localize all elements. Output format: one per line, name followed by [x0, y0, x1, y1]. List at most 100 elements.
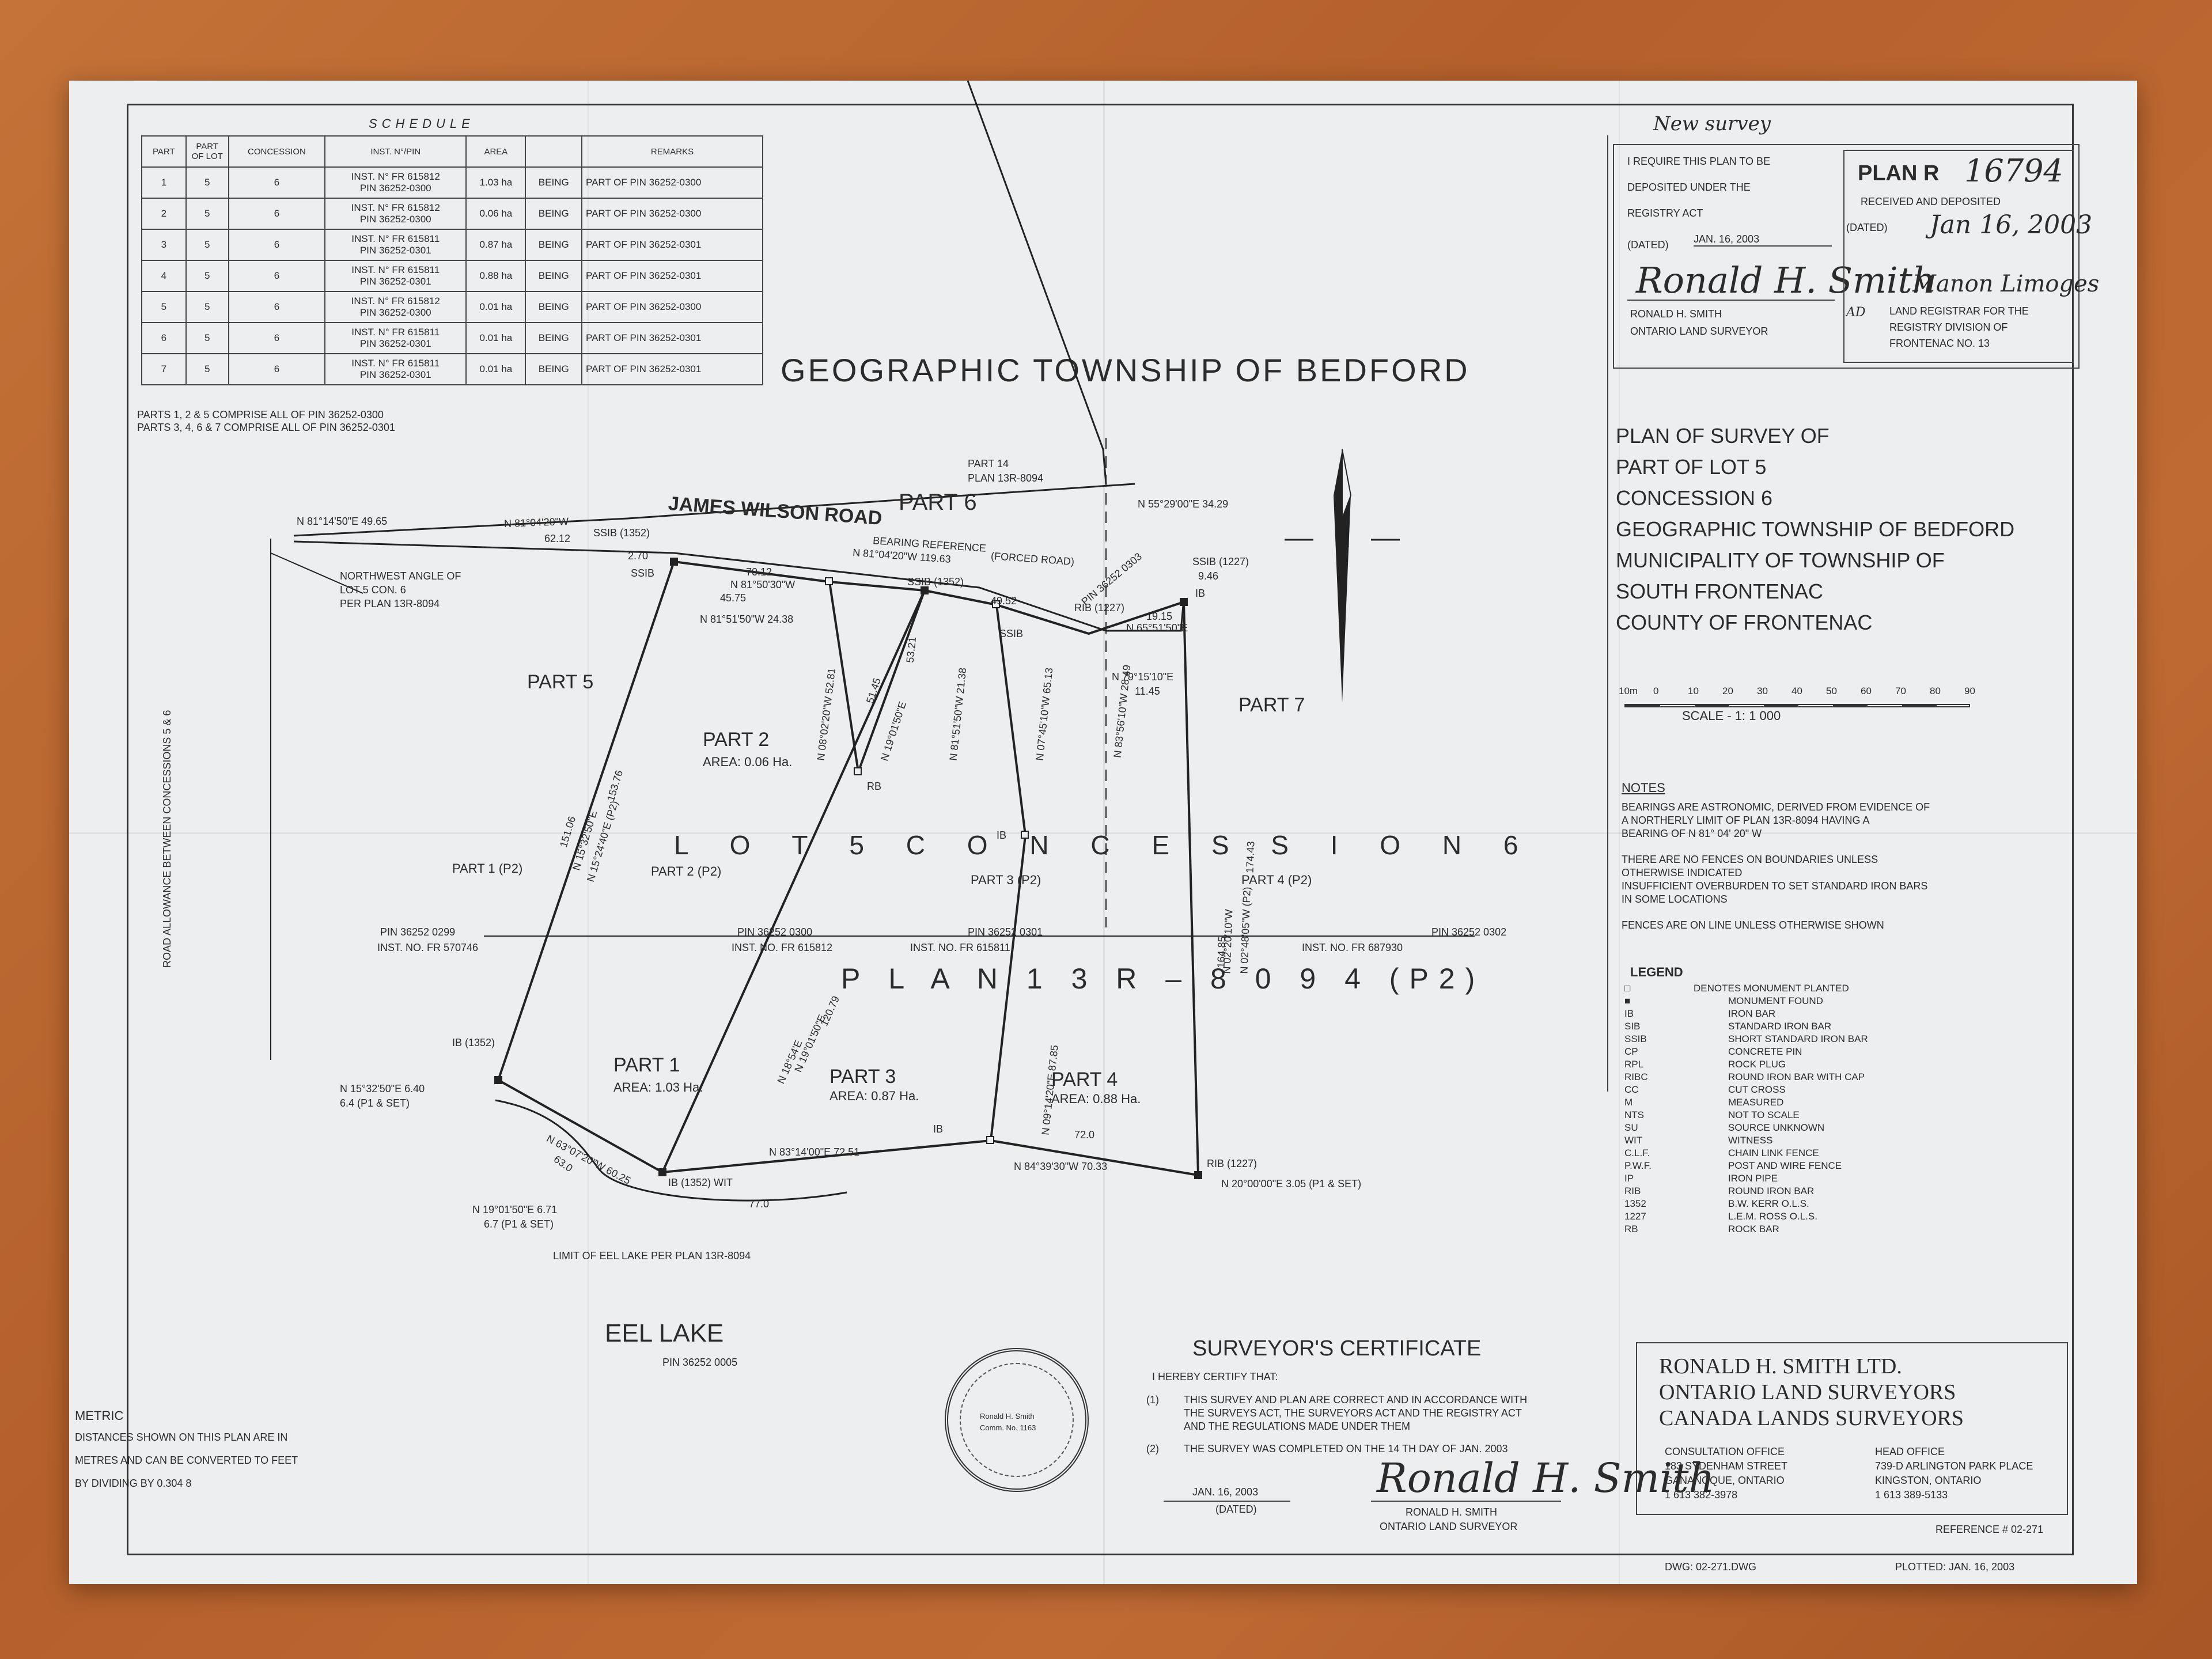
plan-title-line: COUNTY OF FRONTENAC [1616, 611, 1873, 634]
schedule-cell-part: 7 [141, 353, 187, 385]
legend-abbrev: P.W.F. [1624, 1160, 1652, 1171]
legend-desc: ROUND IRON BAR [1728, 1185, 1815, 1196]
ssib-1227-label: SSIB (1227) [1192, 556, 1249, 567]
legend-desc: MEASURED [1728, 1097, 1784, 1108]
west-line-part1 [497, 561, 675, 1081]
legend-abbrev: CP [1624, 1046, 1638, 1057]
dist-1145: 11.45 [1135, 685, 1160, 697]
dist-67: 6.7 (P1 & SET) [484, 1218, 554, 1230]
schedule-col-being [525, 135, 582, 168]
note-line: OTHERWISE INDICATED [1622, 867, 1743, 878]
ib-label-3: IB [933, 1123, 944, 1135]
scale-tick-label: 10 [1688, 685, 1699, 696]
deposit-dated-value: JAN. 16, 2003 [1694, 233, 1832, 247]
main-title: GEOGRAPHIC TOWNSHIP OF BEDFORD [781, 352, 1470, 388]
metric-line1: DISTANCES SHOWN ON THIS PLAN ARE IN [75, 1431, 288, 1443]
plan13r-label: PLAN 13R-8094 [968, 472, 1044, 484]
bearing-81-51: N 81°51'50"W 24.38 [700, 613, 794, 625]
legend-abbrev: RB [1624, 1224, 1638, 1234]
deposit-box [1613, 144, 2080, 369]
north-boundary [673, 560, 1184, 635]
firm-name-1: RONALD H. SMITH LTD. [1659, 1354, 1902, 1378]
fold-line-left [588, 81, 589, 1584]
note-line: INSUFFICIENT OVERBURDEN TO SET STANDARD … [1622, 880, 1928, 892]
legend-title: LEGEND [1630, 965, 1683, 979]
legend-item: C.L.F.CHAIN LINK FENCE [1624, 1147, 1868, 1160]
scale-tick-label: 0 [1653, 685, 1659, 696]
head-office-line3: 1 613 389-5133 [1875, 1489, 1948, 1501]
schedule-col-inst: INST. N°/PIN [324, 135, 467, 168]
fold-line-vertical [1103, 81, 1105, 1584]
part3-p2-label: PART 3 (P2) [971, 873, 1041, 887]
plan-r-box [1843, 150, 2074, 363]
monument-found [670, 558, 678, 566]
north-arrow-icon: N [1285, 449, 1400, 703]
schedule-cell-part: 2 [141, 198, 187, 230]
schedule-cell-part: 1 [141, 166, 187, 199]
legend-abbrev: ■ [1624, 995, 1631, 1006]
schedule-pin: PIN 36252-0300 [359, 183, 431, 194]
road-south-line [293, 540, 1185, 632]
legend-desc: SHORT STANDARD IRON BAR [1728, 1033, 1868, 1044]
south-boundary [498, 1079, 1199, 1176]
note-line: BEARINGS ARE ASTRONOMIC, DERIVED FROM EV… [1622, 801, 1930, 813]
seal-text-2: Comm. No. 1163 [980, 1423, 1036, 1432]
certificate-title: SURVEYOR'S CERTIFICATE [1192, 1336, 1482, 1361]
scale-tick-label: 70 [1895, 685, 1906, 696]
legend-abbrev: □ [1624, 983, 1631, 994]
part7-label: PART 7 [1238, 694, 1305, 716]
schedule-cell-concession: 6 [228, 260, 326, 292]
monument-planted [825, 577, 833, 585]
schedule-cell-area: 0.87 ha [465, 229, 527, 261]
schedule-cell-part: 4 [141, 260, 187, 292]
bearing-top-1: N 81°14'50"E 49.65 [297, 516, 388, 527]
legend-abbrev: WIT [1624, 1135, 1643, 1146]
schedule-inst: INST. N° FR 615812 [351, 202, 440, 213]
dist-4575: 45.75 [720, 592, 747, 604]
dist-4952: 49.52 [991, 595, 1017, 607]
part6-label: PART 6 [899, 490, 977, 515]
survey-plan-sheet: New survey SCHEDULE PART PART OF LOT CON… [69, 81, 2137, 1584]
schedule-cell-being: BEING [525, 166, 582, 199]
schedule-table: PART PART OF LOT CONCESSION INST. N°/PIN… [141, 135, 763, 385]
schedule-cell-being: BEING [525, 353, 582, 385]
deposit-line3: REGISTRY ACT [1627, 207, 1703, 219]
certificate-item2: THE SURVEY WAS COMPLETED ON THE 14 TH DA… [1184, 1443, 1508, 1455]
certificate-signature: Ronald H. Smith [1377, 1455, 1715, 1502]
schedule-cell-concession: 6 [228, 166, 326, 199]
legend-abbrev: C.L.F. [1624, 1147, 1650, 1158]
part4-area: AREA: 0.88 Ha. [1051, 1092, 1141, 1106]
head-office-line2: KINGSTON, ONTARIO [1875, 1475, 1982, 1486]
part4-p2-label: PART 4 (P2) [1241, 873, 1312, 887]
legend-desc: IRON PIPE [1728, 1173, 1778, 1184]
legend-desc: IRON BAR [1728, 1008, 1776, 1019]
inst-615812: INST. NO. FR 615812 [732, 942, 833, 953]
schedule-inst: INST. N° FR 615811 [351, 264, 440, 275]
firm-name-2: ONTARIO LAND SURVEYORS [1659, 1380, 1956, 1404]
dist-64: 6.4 (P1 & SET) [340, 1097, 410, 1109]
schedule-cell-concession: 6 [228, 322, 326, 354]
metric-line2: METRES AND CAN BE CONVERTED TO FEET [75, 1455, 298, 1466]
certificate-item1-a: THIS SURVEY AND PLAN ARE CORRECT AND IN … [1184, 1394, 1528, 1406]
part2-area: AREA: 0.06 Ha. [703, 755, 793, 769]
certificate-item2-num: (2) [1146, 1443, 1159, 1455]
part3-label: PART 3 [830, 1066, 896, 1088]
consult-line1: 183 SYDENHAM STREET [1665, 1460, 1788, 1472]
ssib-1352b-label: SSIB (1352) [907, 576, 964, 588]
schedule-pin: PIN 36252-0300 [359, 214, 431, 225]
schedule-cell-lot: 5 [185, 260, 229, 292]
nw-angle-2: LOT 5 CON. 6 [340, 584, 406, 596]
pin-0299: PIN 36252 0299 [380, 926, 456, 938]
schedule-cell-remarks: PART OF PIN 36252-0300 [581, 291, 763, 323]
certificate-name: RONALD H. SMITH [1406, 1506, 1498, 1518]
scale-tick-label: 40 [1791, 685, 1802, 696]
monument-found [1194, 1171, 1202, 1179]
monument-found [494, 1076, 502, 1084]
certificate-date-line [1164, 1501, 1290, 1502]
